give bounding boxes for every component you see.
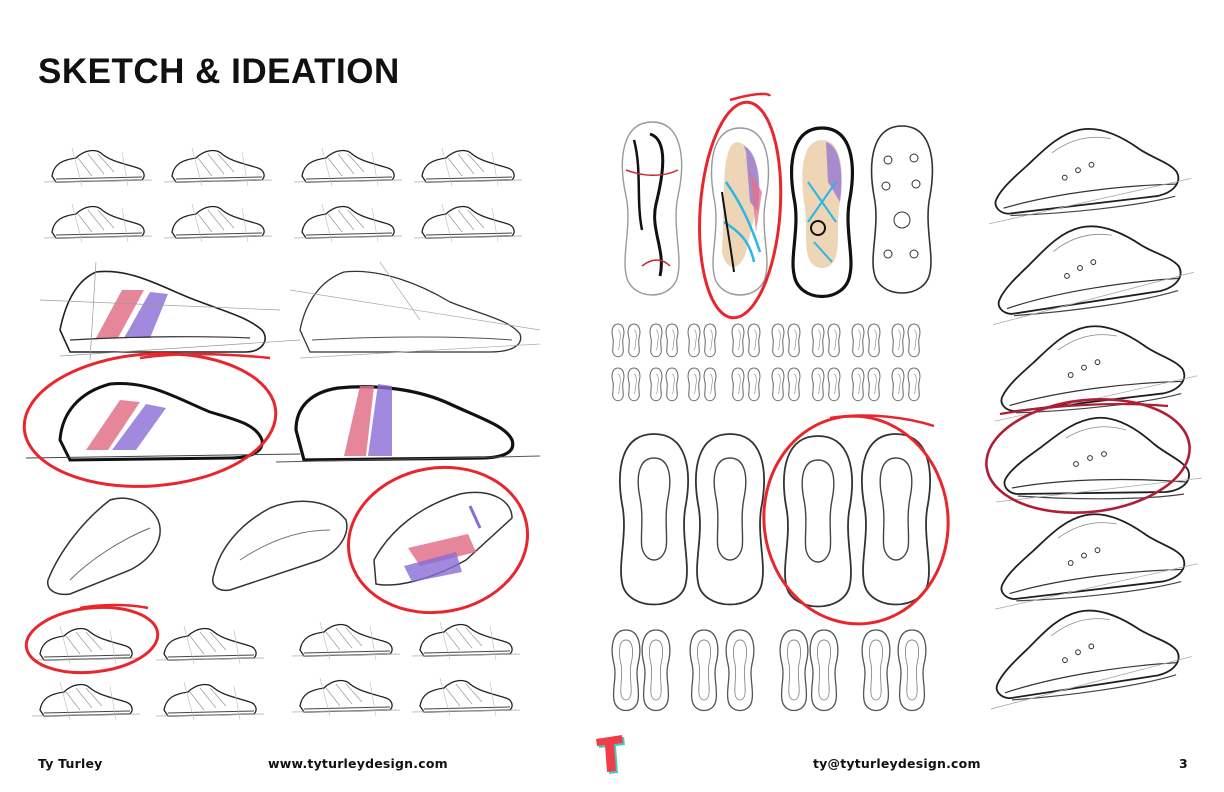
- mini-sole-row-1: [611, 323, 921, 358]
- bold-concept-stripes: [275, 384, 541, 463]
- thumbnail-row-2: [43, 203, 523, 243]
- large-sketch-outline: [289, 261, 541, 359]
- upper-sketch-row: [611, 629, 927, 712]
- footer-email-link[interactable]: ty@tyturleydesign.com: [813, 756, 981, 771]
- thumbnail-row-3: [24, 603, 521, 675]
- footer-website-link[interactable]: www.tyturleydesign.com: [268, 756, 448, 771]
- thumbnail-row-1: [43, 147, 523, 187]
- slipon-sketches: [47, 465, 530, 615]
- mini-sole-row-2: [611, 367, 921, 402]
- thumbnail-row-4: [31, 677, 521, 721]
- page-number: 3: [1179, 756, 1188, 771]
- page-title: SKETCH & IDEATION: [38, 52, 400, 91]
- side-view-column: [978, 117, 1203, 710]
- T-monogram-logo-icon: [596, 735, 625, 774]
- circled-concept-1: [22, 352, 301, 488]
- top-view-sketches: [619, 414, 950, 626]
- footer-author: Ty Turley: [38, 756, 103, 771]
- outsole-sketches: [621, 92, 934, 320]
- large-sketch-stripes: [39, 261, 301, 361]
